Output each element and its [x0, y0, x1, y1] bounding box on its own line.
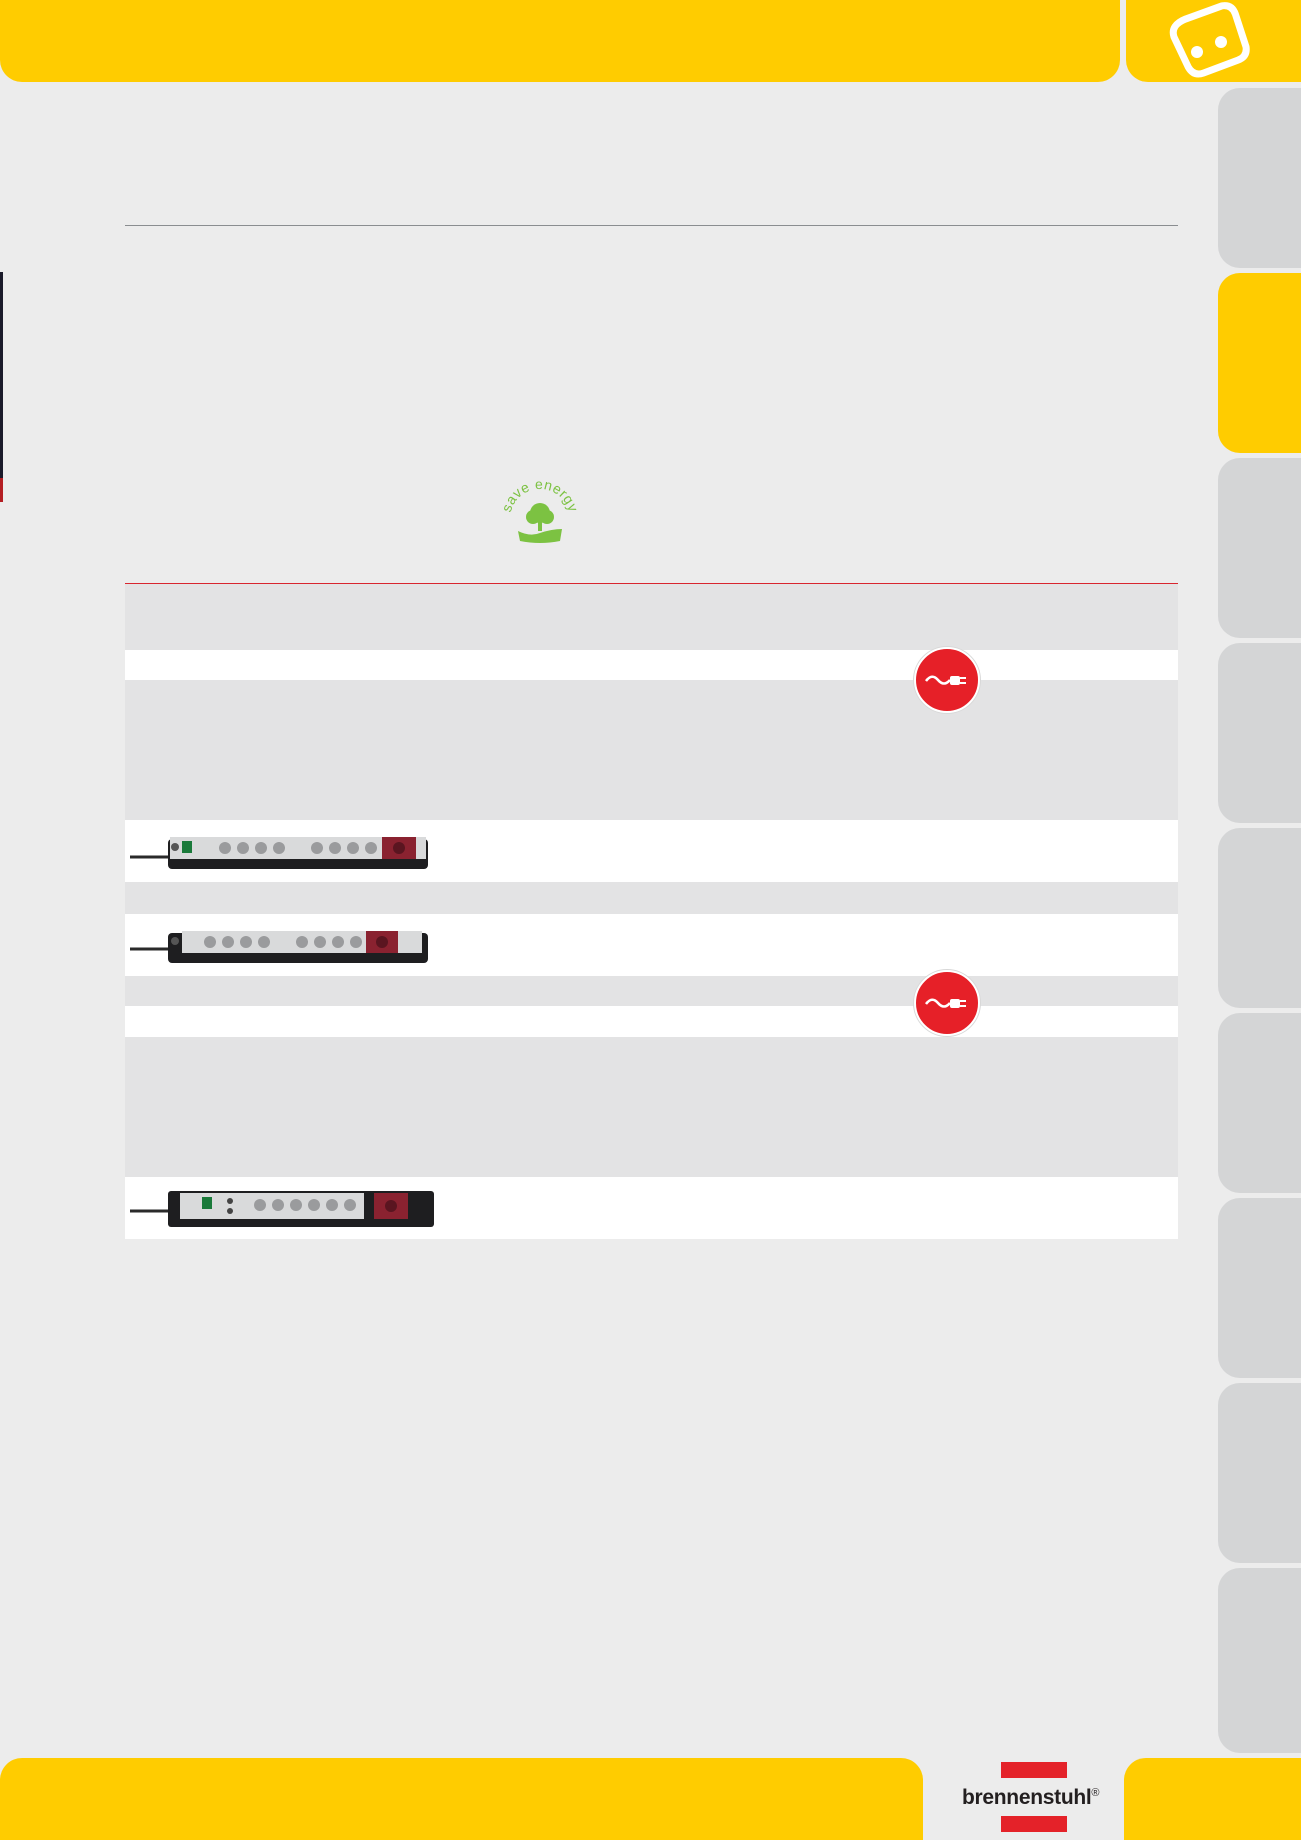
- side-tab-5[interactable]: [1218, 828, 1301, 1008]
- table-row: [125, 914, 1178, 976]
- side-tab-8[interactable]: [1218, 1383, 1301, 1563]
- table-row: [125, 820, 1178, 882]
- left-edge-mark-red: [0, 478, 3, 502]
- cable-plug-icon: [925, 998, 966, 1008]
- header-tab[interactable]: [1126, 0, 1301, 82]
- table-row: [125, 1037, 1178, 1177]
- footer-page-tab: [1124, 1758, 1301, 1840]
- cable-plug-badge: [914, 970, 980, 1036]
- logo-red-bar-bottom: [1001, 1816, 1067, 1832]
- table-row: [125, 650, 1178, 680]
- power-strip-image: [130, 931, 428, 963]
- logo-text: brennenstuhl®: [962, 1786, 1100, 1809]
- header-bar: [0, 0, 1120, 82]
- table-top-rule: [125, 583, 1178, 584]
- brennenstuhl-logo[interactable]: brennenstuhl®: [962, 1762, 1124, 1832]
- side-tab-2-active[interactable]: [1218, 273, 1301, 453]
- side-tab-9[interactable]: [1218, 1568, 1301, 1753]
- side-tab-3[interactable]: [1218, 458, 1301, 638]
- save-energy-badge: save energy: [498, 475, 581, 551]
- power-strip-image: [130, 837, 428, 869]
- side-tab-1[interactable]: [1218, 88, 1301, 268]
- cable-plug-badge: [914, 647, 980, 713]
- tree-in-hand-icon: save energy: [498, 476, 581, 543]
- left-edge-mark: [0, 272, 3, 502]
- table-row: [125, 680, 1178, 820]
- side-tab-6[interactable]: [1218, 1013, 1301, 1193]
- side-tab-7[interactable]: [1218, 1198, 1301, 1378]
- side-tab-4[interactable]: [1218, 643, 1301, 823]
- table-row: [125, 882, 1178, 914]
- table-row: [125, 976, 1178, 1006]
- section-rule: [125, 225, 1178, 226]
- table-row: [125, 1006, 1178, 1037]
- footer-bar: [0, 1758, 923, 1840]
- logo-red-bar-top: [1001, 1762, 1067, 1778]
- table-header-row: [125, 584, 1178, 650]
- socket-plug-icon: [1169, 2, 1250, 78]
- cable-plug-icon: [925, 675, 966, 685]
- power-strip-image: [130, 1191, 434, 1227]
- table-row: [125, 1177, 1178, 1239]
